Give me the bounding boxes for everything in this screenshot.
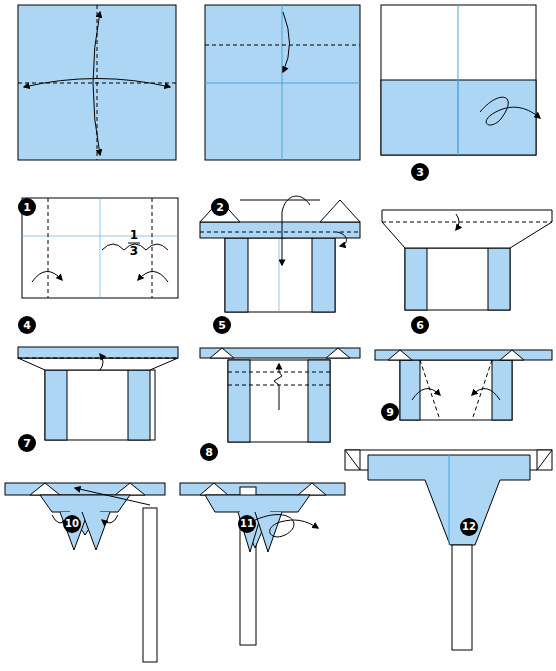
callout-number: 12 [460,522,478,532]
callout-number: 8 [200,447,218,458]
fraction-digit: 3 [128,245,140,257]
callout-number: 6 [411,320,429,331]
callout-number: 1 [18,202,36,213]
callout-number: 11 [238,519,256,529]
callout-number: 10 [63,519,81,529]
callout-number: 9 [381,407,399,418]
fraction-digit: 1 [128,229,140,241]
callout-number: 4 [18,320,36,331]
callout-number: 3 [411,167,429,178]
callout-number: 7 [18,438,36,449]
callout-number: 2 [211,202,229,213]
callout-number: 5 [213,320,231,331]
